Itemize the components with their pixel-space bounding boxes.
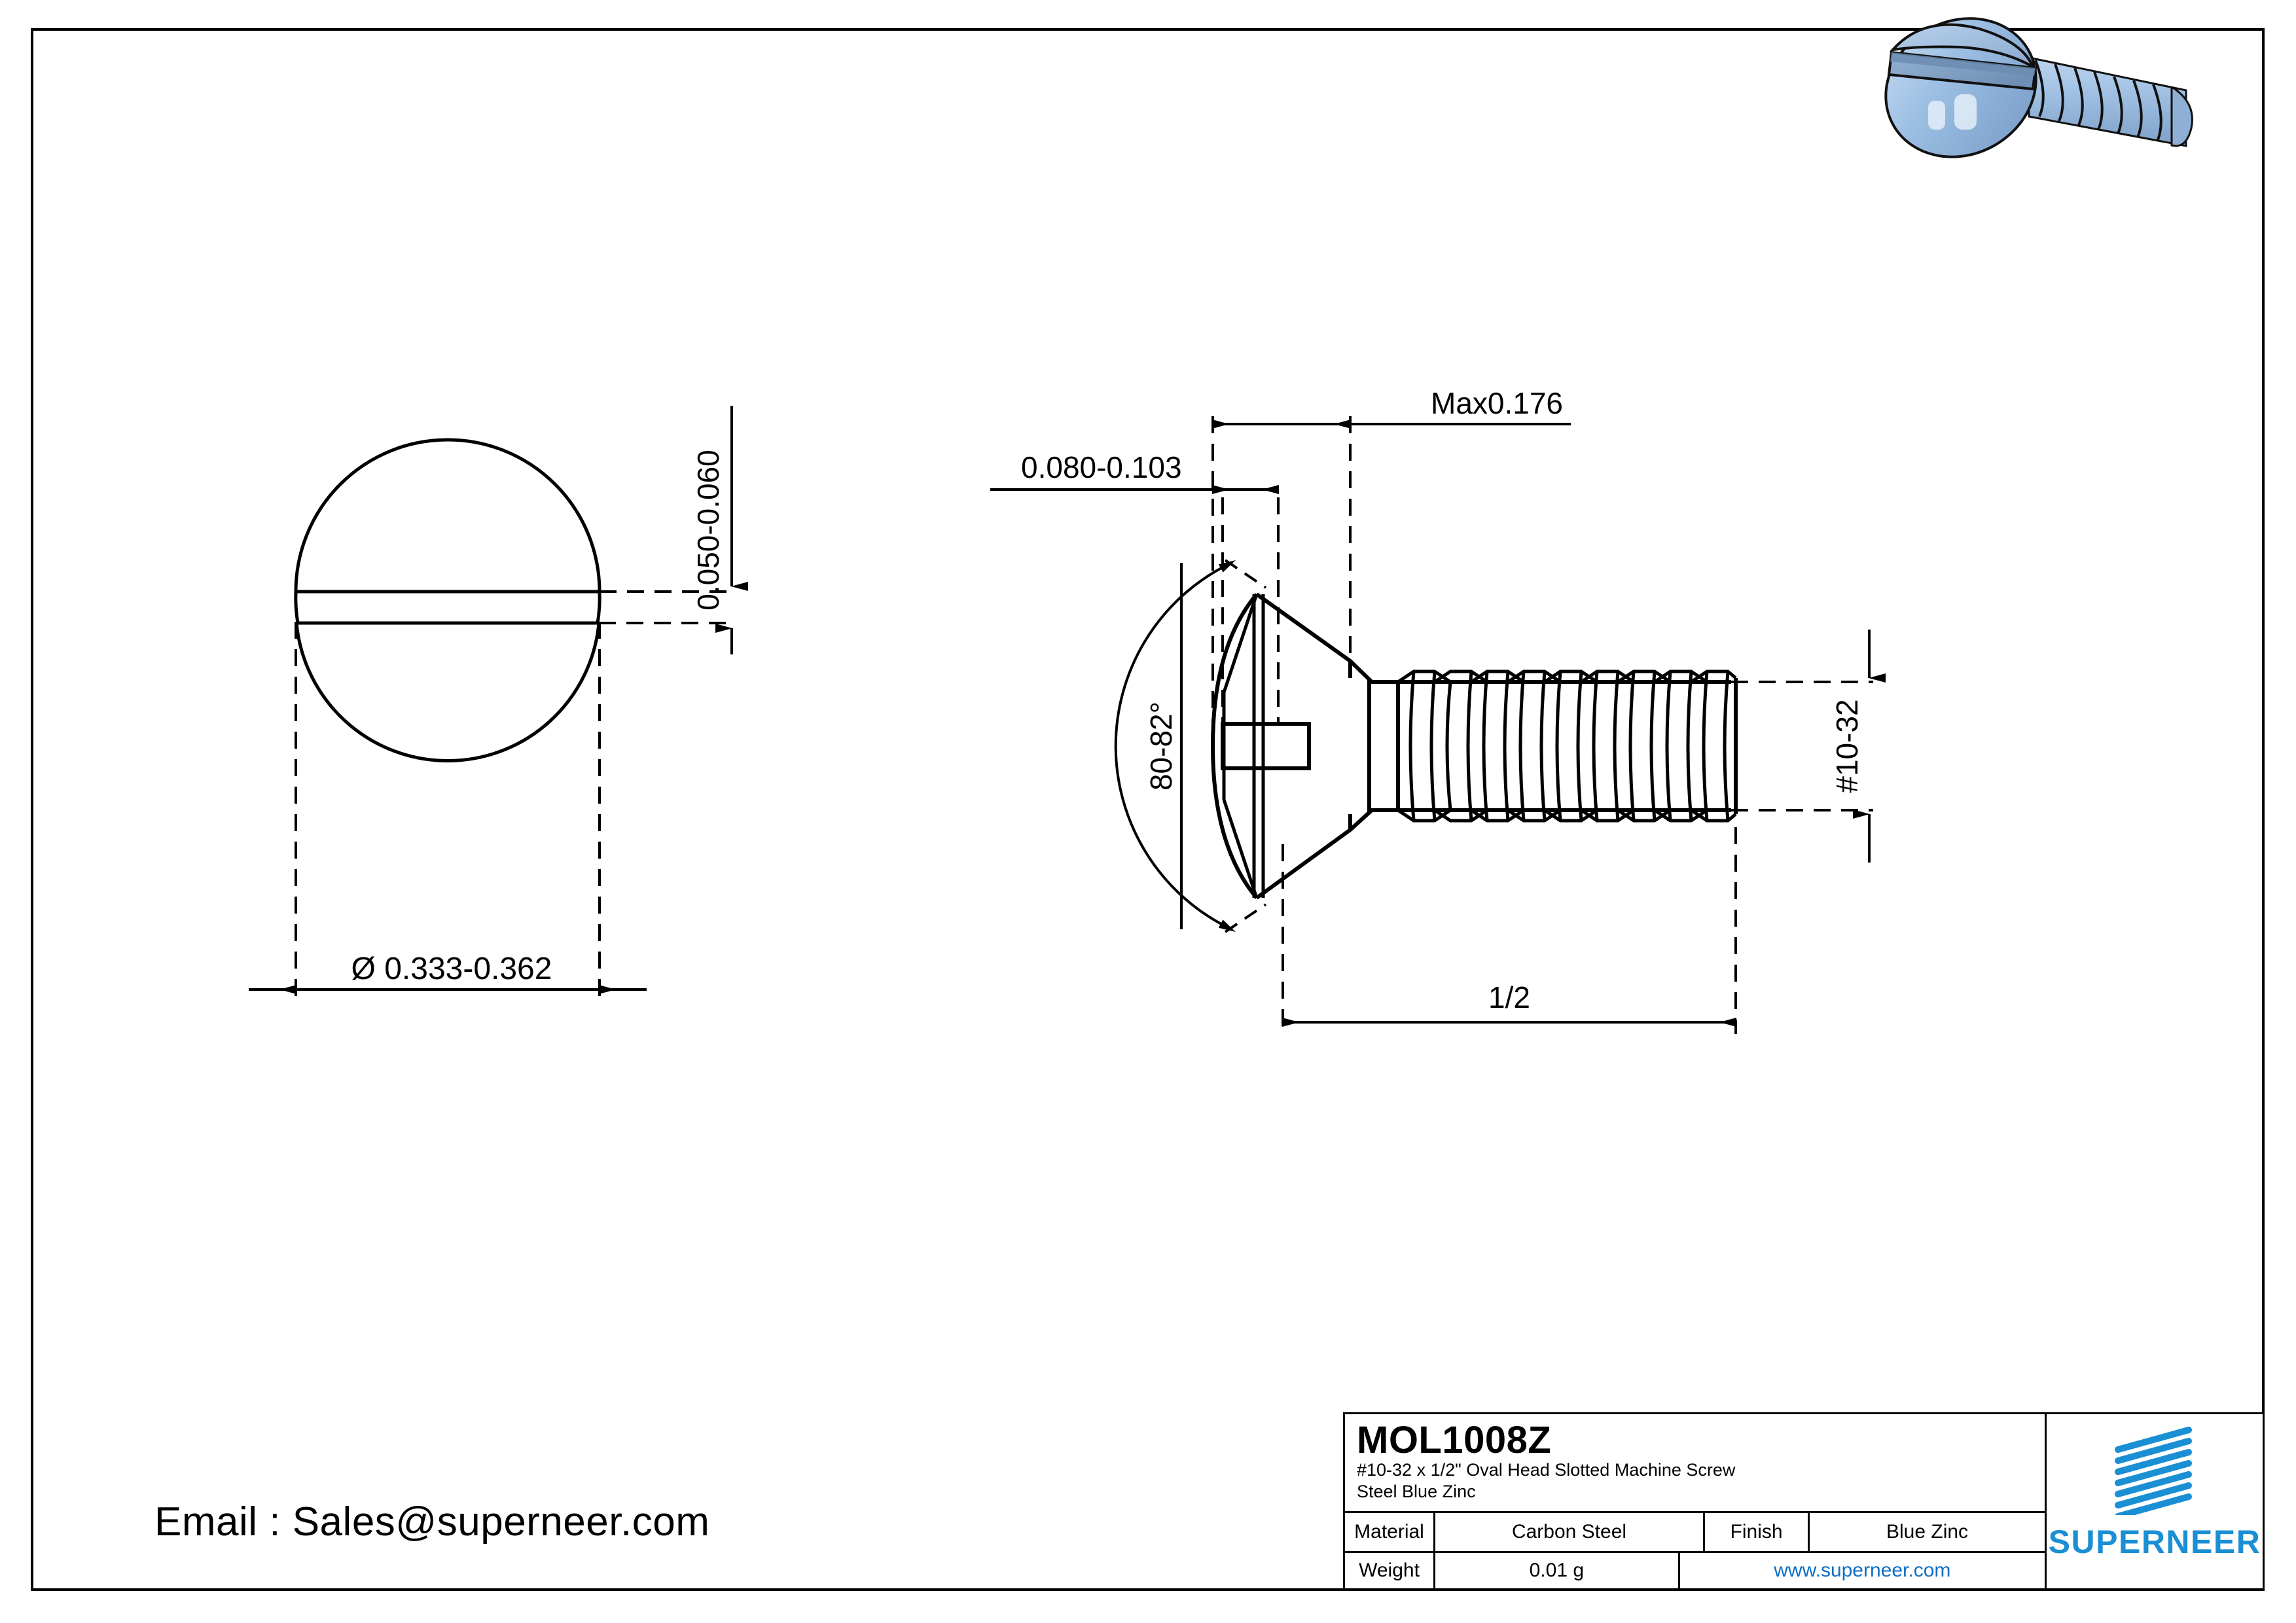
dimension-labels: 0.050-0.060 Ø 0.333-0.362 Max0.176 0.080… <box>351 386 1864 1014</box>
part-description-line-1: #10-32 x 1/2" Oval Head Slotted Machine … <box>1357 1460 1736 1480</box>
superneer-logo-icon <box>2115 1427 2192 1515</box>
material-label: Material <box>1345 1513 1435 1551</box>
screw-3d-render-svg <box>1884 17 2193 158</box>
contact-email: Email : Sales@superneer.com <box>154 1499 710 1544</box>
title-block-left: MOL1008Z #10-32 x 1/2" Oval Head Slotted… <box>1345 1414 2047 1588</box>
spec-row-weight: Weight 0.01 g www.superneer.com <box>1345 1550 2045 1588</box>
render-head <box>1884 17 2037 158</box>
part-number: MOL1008Z <box>1357 1419 1552 1461</box>
drawing-frame-border <box>31 28 2265 1591</box>
title-block-spec-rows: Material Carbon Steel Finish Blue Zinc W… <box>1345 1511 2045 1588</box>
finish-value: Blue Zinc <box>1886 1520 1969 1543</box>
part-description-line-2: Steel Blue Zinc <box>1357 1482 1476 1502</box>
weight-label: Weight <box>1345 1552 1435 1588</box>
head-top-view-dimension-lines <box>249 406 748 1001</box>
head-top-view <box>294 438 601 762</box>
brand-logo-cell: SUPERNEER <box>2047 1414 2263 1588</box>
spec-row-material: Material Carbon Steel Finish Blue Zinc <box>1345 1513 2045 1551</box>
dim-max-head-height-label: Max0.176 <box>1431 386 1563 420</box>
render-shank <box>2028 56 2193 147</box>
dim-head-height-label: 0.050-0.060 <box>691 450 725 611</box>
finish-label: Finish <box>1705 1513 1810 1551</box>
dim-thread-size-label: #10-32 <box>1830 699 1864 793</box>
dim-head-diameter-label: Ø 0.333-0.362 <box>351 952 552 986</box>
screw-side-view <box>1210 592 1738 900</box>
brand-wordmark: SUPERNEER <box>2048 1524 2261 1560</box>
dim-head-angle-label: 80-82° <box>1144 702 1178 791</box>
dim-slot-width-label: 0.080-0.103 <box>1021 450 1182 484</box>
side-view-dimension-lines <box>990 416 1886 1034</box>
weight-value: 0.01 g <box>1435 1552 1680 1588</box>
screw-3d-render <box>1839 12 2284 175</box>
website-link[interactable]: www.superneer.com <box>1774 1559 1951 1581</box>
title-block: MOL1008Z #10-32 x 1/2" Oval Head Slotted… <box>1343 1412 2265 1590</box>
title-block-description: MOL1008Z #10-32 x 1/2" Oval Head Slotted… <box>1345 1414 2045 1511</box>
material-value: Carbon Steel <box>1435 1513 1706 1551</box>
dim-screw-length-label: 1/2 <box>1488 980 1530 1014</box>
